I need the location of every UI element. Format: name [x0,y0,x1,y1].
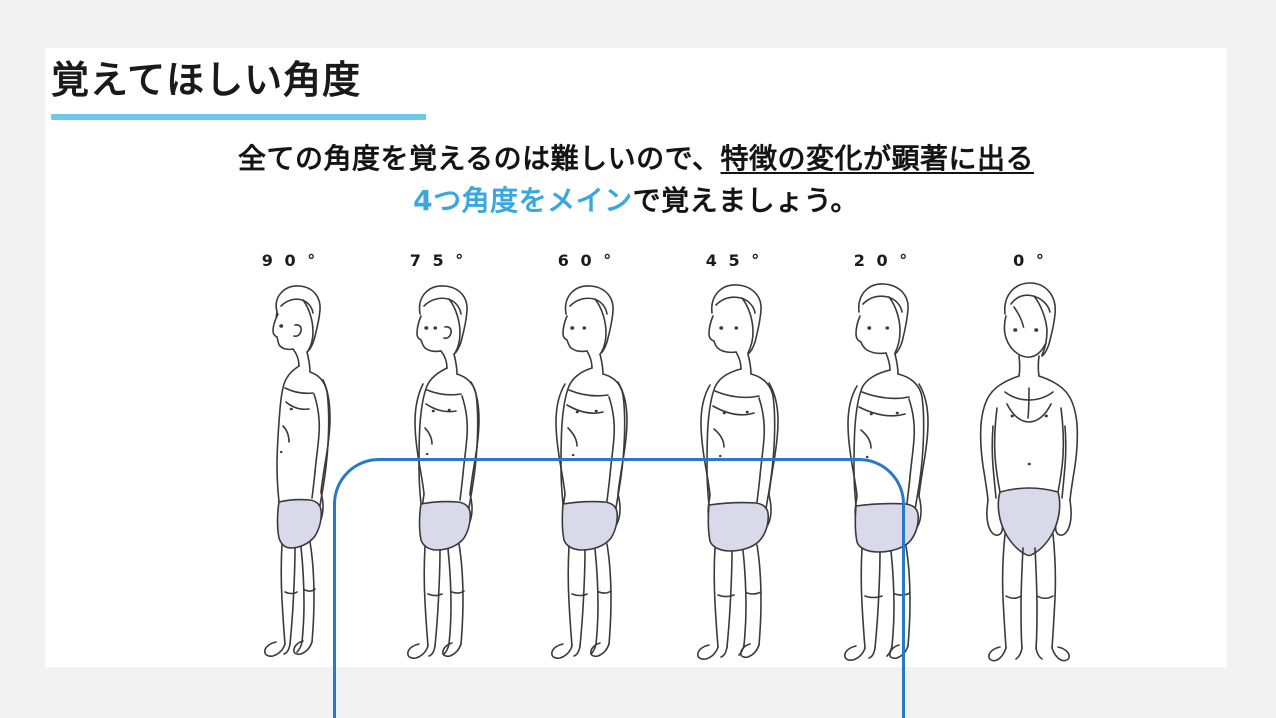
subtitle-line-1-underlined: 特徴の変化が顕著に出る [720,142,1035,175]
figure-art-20 [807,276,957,666]
subtitle-line-1: 全ての角度を覚えるのは難しいので、特徴の変化が顕著に出る [45,138,1227,180]
figure-cell-75[interactable]: 7 5 ° [363,248,513,668]
figure-art-0 [955,276,1105,666]
figure-cell-45[interactable]: 4 5 ° [659,248,809,668]
figure-cell-20[interactable]: 2 0 ° [807,248,957,668]
subtitle-line-2-plain: で覚えましょう。 [632,184,859,217]
angle-label-75: 7 5 ° [409,251,467,270]
figure-art-60 [511,276,661,666]
subtitle-line-2: 4つ角度をメインで覚えましょう。 [45,180,1227,222]
page-title: 覚えてほしい角度 [51,58,362,102]
figure-art-75 [363,276,513,666]
subtitle-line-2-accent: 4つ角度をメイン [413,184,633,217]
slide-card: 覚えてほしい角度 全ての角度を覚えるのは難しいので、特徴の変化が顕著に出る 4つ… [45,48,1227,718]
figure-row: 9 0 ° [45,248,1227,718]
angle-label-90: 9 0 ° [261,251,319,270]
figure-cell-60[interactable]: 6 0 ° [511,248,661,668]
angle-label-0: 0 ° [1013,251,1047,270]
angle-label-60: 6 0 ° [557,251,615,270]
angle-label-45: 4 5 ° [705,251,763,270]
figure-cell-0[interactable]: 0 ° [955,248,1105,668]
title-block: 覚えてほしい角度 [51,54,471,120]
subtitle-block: 全ての角度を覚えるのは難しいので、特徴の変化が顕著に出る 4つ角度をメインで覚え… [45,138,1227,222]
title-underline-rule [51,114,426,120]
figure-cell-90[interactable]: 9 0 ° [215,248,365,668]
angle-label-20: 2 0 ° [853,251,911,270]
figure-art-45 [659,276,809,666]
subtitle-line-1-plain: 全ての角度を覚えるのは難しいので、 [237,142,721,175]
figure-art-90 [215,276,365,666]
